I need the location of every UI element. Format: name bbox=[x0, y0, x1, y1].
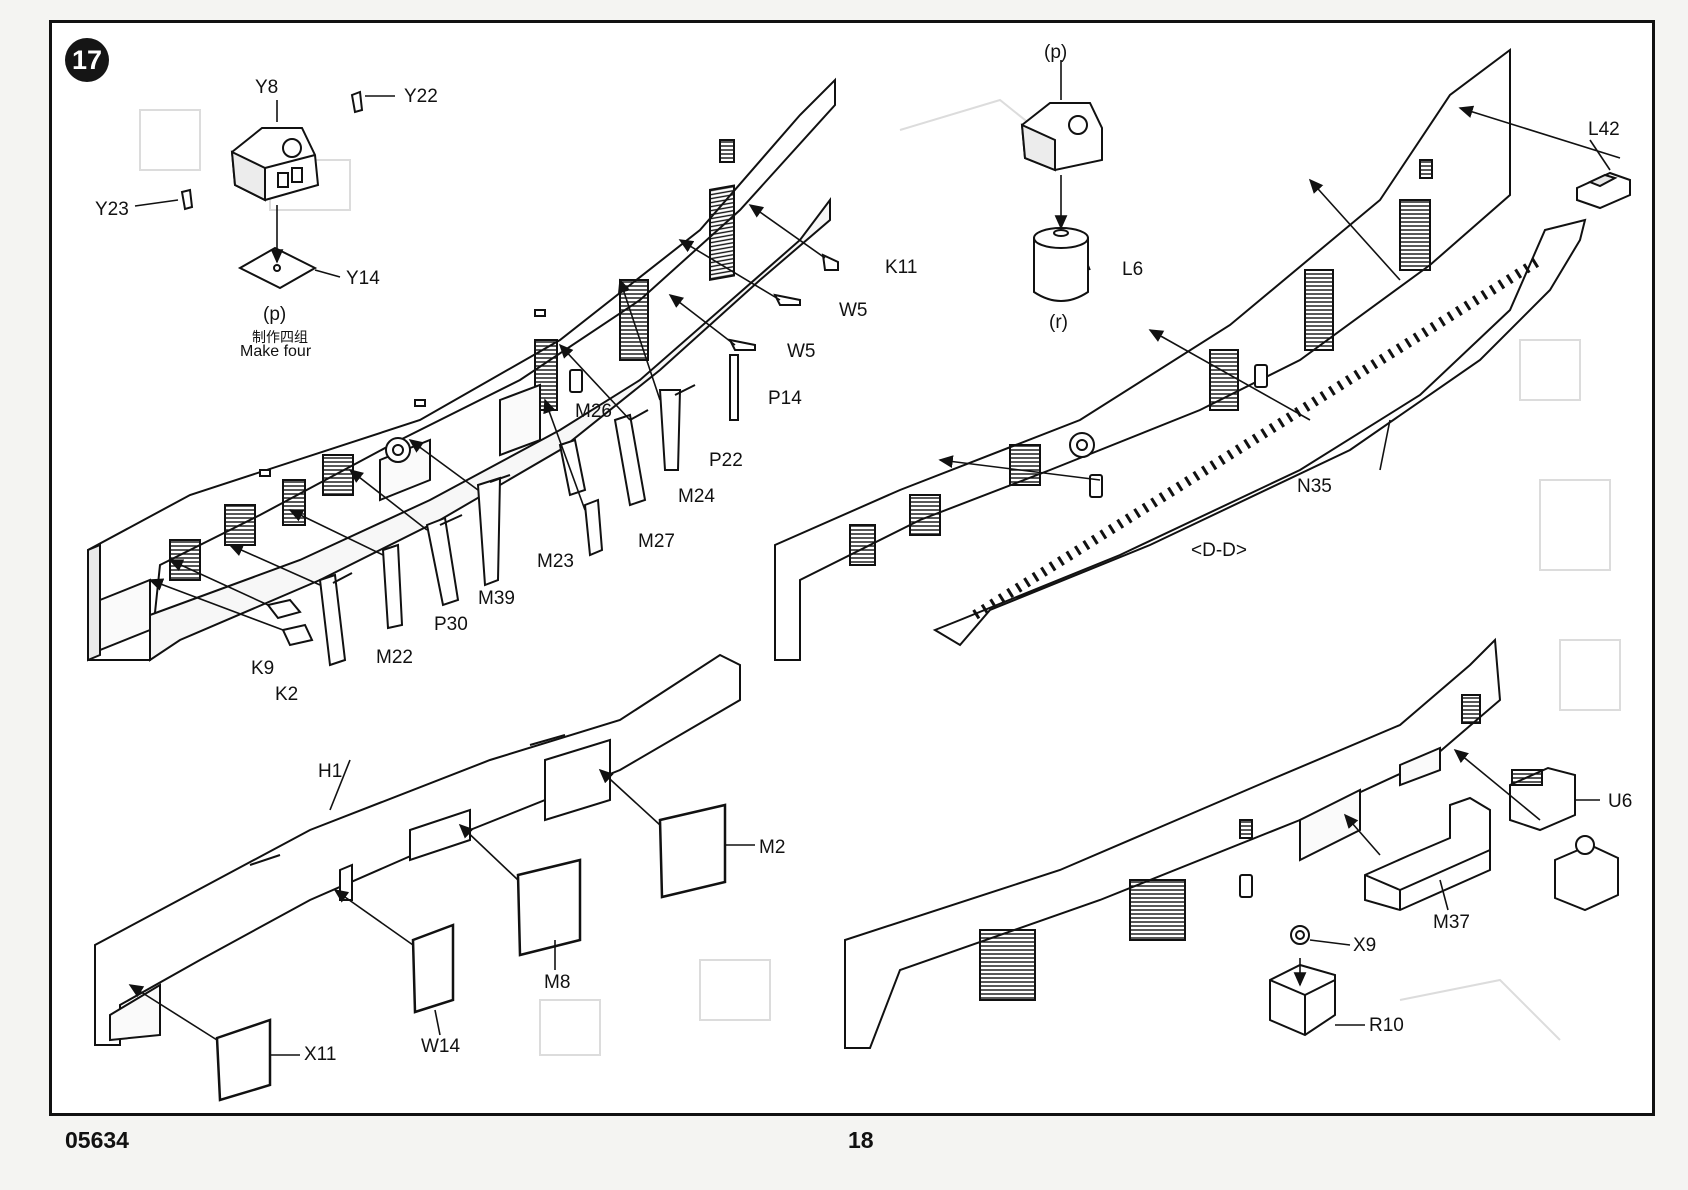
product-code: 05634 bbox=[65, 1127, 129, 1153]
page-number: 18 bbox=[848, 1127, 874, 1153]
label-h1: H1 bbox=[318, 761, 343, 782]
label-y22: Y22 bbox=[404, 86, 438, 107]
turret-y8 bbox=[230, 127, 320, 202]
label-y8: Y8 bbox=[255, 77, 279, 98]
left-small-parts bbox=[266, 253, 839, 667]
label-r10: R10 bbox=[1369, 1015, 1404, 1036]
label-r: (r) bbox=[1049, 312, 1068, 333]
right-hull-section bbox=[774, 48, 1511, 661]
label-l42: L42 bbox=[1588, 119, 1620, 140]
ghost-bleed-through bbox=[139, 98, 1621, 1056]
label-m39: M39 bbox=[478, 588, 515, 609]
label-y23: Y23 bbox=[95, 199, 129, 220]
label-m37: M37 bbox=[1433, 912, 1470, 933]
label-w14: W14 bbox=[421, 1036, 461, 1057]
label-n35: N35 bbox=[1297, 476, 1332, 497]
label-m26: M26 bbox=[575, 401, 612, 422]
bottom-left-hull bbox=[94, 653, 741, 1046]
turret-p-right bbox=[1020, 102, 1103, 172]
box-m37 bbox=[1364, 796, 1491, 912]
rail-n35 bbox=[932, 218, 1587, 647]
assembly-arrows bbox=[128, 60, 1621, 1056]
box-r10-mount bbox=[1554, 835, 1619, 912]
label-p14: P14 bbox=[768, 388, 802, 409]
label-u6: U6 bbox=[1608, 791, 1633, 812]
drum-l6 bbox=[1033, 227, 1089, 302]
part-y23 bbox=[180, 188, 194, 211]
part-y22 bbox=[350, 90, 364, 114]
box-u6 bbox=[1509, 766, 1576, 832]
label-k11: K11 bbox=[885, 257, 918, 278]
label-y14: Y14 bbox=[346, 268, 380, 289]
label-make-four-en: Make four bbox=[240, 343, 312, 360]
label-l6: L6 bbox=[1122, 259, 1144, 280]
label-p30: P30 bbox=[434, 614, 468, 635]
label-m8: M8 bbox=[544, 972, 571, 993]
label-m24: M24 bbox=[678, 486, 715, 507]
label-m2: M2 bbox=[759, 837, 786, 858]
label-p-right: (p) bbox=[1044, 42, 1068, 63]
label-p22: P22 bbox=[709, 450, 743, 471]
box-l42 bbox=[1576, 171, 1631, 210]
label-m27: M27 bbox=[638, 531, 675, 552]
label-x9: X9 bbox=[1353, 935, 1377, 956]
plate-y14 bbox=[237, 246, 318, 290]
label-k9: K9 bbox=[251, 658, 275, 679]
step-number-badge: 17 bbox=[65, 38, 109, 82]
left-hull-section bbox=[87, 77, 836, 662]
box-r10 bbox=[1269, 963, 1336, 1037]
label-p-left: (p) bbox=[263, 304, 287, 325]
label-m22: M22 bbox=[376, 647, 413, 668]
label-w5-upper: W5 bbox=[839, 300, 868, 321]
label-k2: K2 bbox=[275, 684, 299, 705]
winch-x9 bbox=[1290, 925, 1310, 945]
label-m23: M23 bbox=[537, 551, 574, 572]
bottom-right-hull bbox=[844, 637, 1502, 1049]
label-x11: X11 bbox=[304, 1044, 337, 1065]
label-section-dd: <D-D> bbox=[1191, 540, 1247, 561]
label-w5-lower: W5 bbox=[787, 341, 816, 362]
label-make-four-cn: 制作四组 bbox=[252, 329, 308, 345]
panels-bottom-left bbox=[215, 803, 727, 1102]
